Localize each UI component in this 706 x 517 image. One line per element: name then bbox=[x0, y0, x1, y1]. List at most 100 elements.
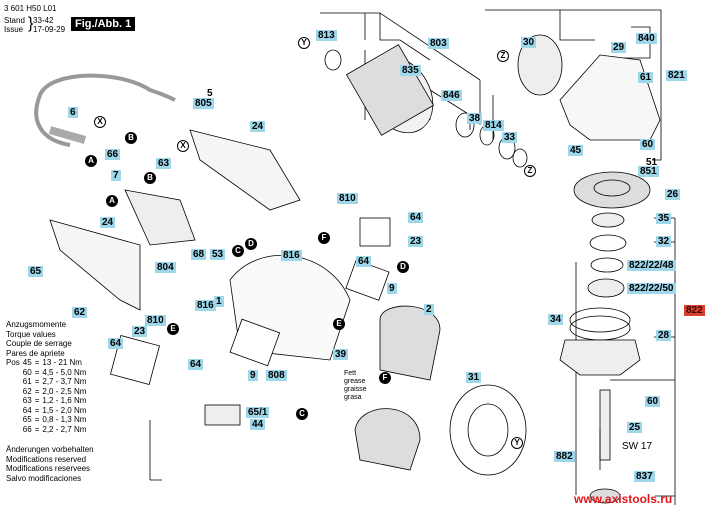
connector-e-1: E bbox=[167, 323, 179, 335]
torque-value: 2,0 - 2,5 Nm bbox=[42, 386, 87, 396]
part-label-813[interactable]: 813 bbox=[316, 30, 337, 41]
issue-label: Issue bbox=[4, 25, 24, 34]
torque-row: 64=1,5 - 2,0 Nm bbox=[6, 406, 89, 416]
part-label-5[interactable]: 5 bbox=[207, 88, 213, 99]
connector-c-1: C bbox=[232, 245, 244, 257]
part-label-63[interactable]: 63 bbox=[156, 158, 172, 169]
torque-pos: 64 bbox=[22, 405, 32, 415]
part-label-34[interactable]: 34 bbox=[548, 314, 564, 325]
part-label-53[interactable]: 53 bbox=[210, 249, 226, 260]
part-label-9-bottom[interactable]: 9 bbox=[248, 370, 258, 381]
torque-eq: = bbox=[34, 367, 40, 377]
part-label-28[interactable]: 28 bbox=[656, 330, 672, 341]
figure-label: Fig./Abb. 1 bbox=[71, 17, 136, 31]
part-label-23-bottom[interactable]: 23 bbox=[132, 326, 148, 337]
torque-value: 1,5 - 2,0 Nm bbox=[42, 405, 87, 415]
part-label-805[interactable]: 805 bbox=[193, 98, 214, 109]
torque-eq: = bbox=[34, 386, 40, 396]
part-label-64-b[interactable]: 64 bbox=[356, 256, 372, 267]
part-label-38[interactable]: 38 bbox=[467, 113, 483, 124]
part-label-814[interactable]: 814 bbox=[483, 120, 504, 131]
part-label-2[interactable]: 2 bbox=[424, 304, 434, 315]
part-label-30[interactable]: 30 bbox=[521, 37, 537, 48]
part-label-7[interactable]: 7 bbox=[111, 170, 121, 181]
part-label-816-bottom[interactable]: 816 bbox=[195, 300, 216, 311]
part-label-65[interactable]: 65 bbox=[28, 266, 44, 277]
part-label-846[interactable]: 846 bbox=[441, 90, 462, 101]
connector-c-2: C bbox=[296, 408, 308, 420]
part-label-29[interactable]: 29 bbox=[611, 42, 627, 53]
part-label-24-bottom[interactable]: 24 bbox=[100, 217, 116, 228]
torque-pos: 61 bbox=[22, 377, 32, 386]
part-label-25[interactable]: 25 bbox=[627, 422, 643, 433]
part-label-9-top[interactable]: 9 bbox=[387, 283, 397, 294]
part-label-65-1[interactable]: 65/1 bbox=[246, 407, 270, 418]
part-label-837[interactable]: 837 bbox=[634, 471, 655, 482]
part-label-39[interactable]: 39 bbox=[333, 349, 349, 360]
torque-title-en: Torque values bbox=[6, 329, 56, 339]
part-label-64-a[interactable]: 64 bbox=[408, 212, 424, 223]
stand-label: Stand bbox=[4, 16, 25, 25]
part-label-835[interactable]: 835 bbox=[400, 65, 421, 76]
torque-pos: 65 bbox=[22, 415, 32, 424]
torque-value: 2,7 - 3,7 Nm bbox=[42, 377, 87, 386]
part-label-66[interactable]: 66 bbox=[105, 149, 121, 160]
connector-x-2: X bbox=[177, 140, 189, 152]
part-label-882[interactable]: 882 bbox=[554, 451, 575, 462]
part-label-33[interactable]: 33 bbox=[502, 132, 518, 143]
part-label-23-top[interactable]: 23 bbox=[408, 236, 424, 247]
connector-y-1: Y bbox=[298, 37, 310, 49]
part-label-64-d[interactable]: 64 bbox=[188, 359, 204, 370]
pos-label: Pos bbox=[6, 358, 20, 367]
part-label-804[interactable]: 804 bbox=[155, 262, 176, 273]
part-label-61[interactable]: 61 bbox=[638, 72, 654, 83]
modification-line: Salvo modificaciones bbox=[6, 473, 82, 483]
part-label-803[interactable]: 803 bbox=[428, 38, 449, 49]
connector-e-2: E bbox=[333, 318, 345, 330]
part-label-822[interactable]: 822 bbox=[684, 305, 705, 316]
part-label-60-bottom[interactable]: 60 bbox=[645, 396, 661, 407]
website-link[interactable]: www.axistools.ru bbox=[574, 492, 673, 506]
grease-line: graisse bbox=[344, 386, 367, 393]
part-label-51[interactable]: 51 bbox=[646, 157, 658, 168]
part-label-44[interactable]: 44 bbox=[250, 419, 266, 430]
part-label-810-bottom[interactable]: 810 bbox=[145, 315, 166, 326]
part-label-808[interactable]: 808 bbox=[266, 370, 287, 381]
part-label-6[interactable]: 6 bbox=[68, 107, 78, 118]
torque-row: 66=2,2 - 2,7 Nm bbox=[6, 425, 89, 435]
part-label-816-top[interactable]: 816 bbox=[281, 250, 302, 261]
part-label-822-22-48[interactable]: 822/22/48 bbox=[627, 260, 676, 271]
torque-eq: = bbox=[34, 415, 40, 424]
part-label-840[interactable]: 840 bbox=[636, 33, 657, 44]
torque-value: 0,8 - 1,3 Nm bbox=[42, 415, 87, 424]
torque-eq: = bbox=[34, 424, 40, 434]
part-label-64-c[interactable]: 64 bbox=[108, 338, 124, 349]
connector-y-2: Y bbox=[511, 437, 523, 449]
part-label-24-top[interactable]: 24 bbox=[250, 121, 266, 132]
part-label-810-top[interactable]: 810 bbox=[337, 193, 358, 204]
modification-line: Modifications reservees bbox=[6, 464, 91, 473]
bracket-821 bbox=[485, 9, 662, 161]
part-label-851[interactable]: 851 bbox=[638, 166, 659, 177]
torque-eq: = bbox=[34, 358, 40, 367]
connector-f-1: F bbox=[318, 232, 330, 244]
grease-line: grasa bbox=[344, 394, 362, 401]
part-label-32[interactable]: 32 bbox=[656, 236, 672, 247]
torque-pos: 60 bbox=[22, 367, 32, 377]
modification-line: Änderungen vorbehalten bbox=[6, 445, 94, 454]
part-label-60-top[interactable]: 60 bbox=[640, 139, 656, 150]
part-label-68[interactable]: 68 bbox=[191, 249, 207, 260]
torque-pos: 63 bbox=[22, 396, 32, 405]
part-label-35[interactable]: 35 bbox=[656, 213, 672, 224]
part-label-821[interactable]: 821 bbox=[666, 70, 687, 81]
grease-note: Fett grease graisse grasa bbox=[344, 370, 367, 402]
part-label-822-22-50[interactable]: 822/22/50 bbox=[627, 283, 676, 294]
part-label-1[interactable]: 1 bbox=[214, 296, 224, 307]
torque-value: 4,5 - 5,0 Nm bbox=[42, 367, 87, 377]
part-label-45[interactable]: 45 bbox=[568, 145, 584, 156]
part-label-31[interactable]: 31 bbox=[466, 372, 482, 383]
connector-d-2: D bbox=[397, 261, 409, 273]
part-label-62[interactable]: 62 bbox=[72, 307, 88, 318]
part-label-26[interactable]: 26 bbox=[665, 189, 681, 200]
